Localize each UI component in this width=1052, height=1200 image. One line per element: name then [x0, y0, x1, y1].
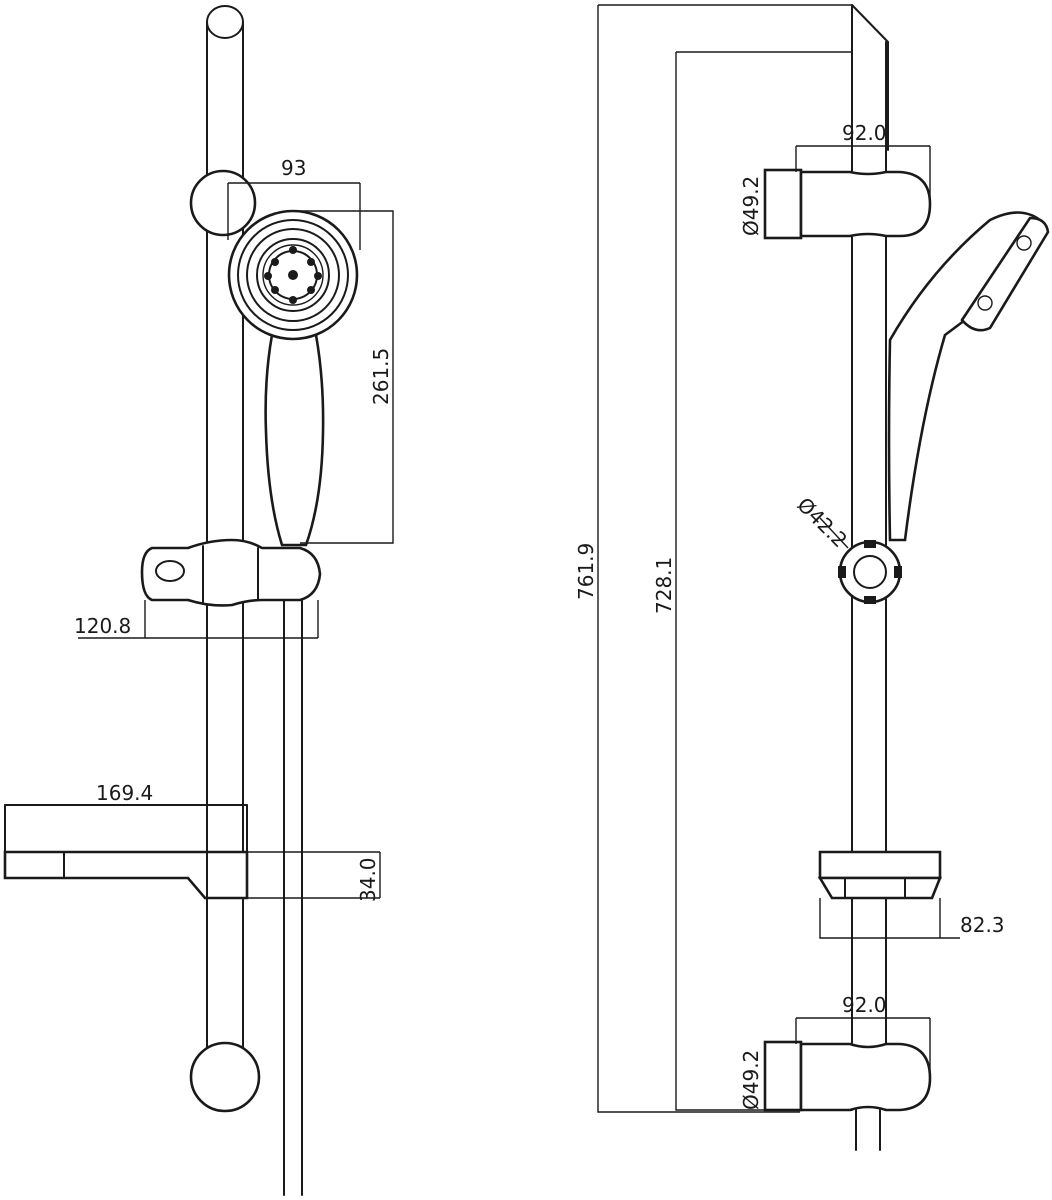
front-bottom-wall-bracket — [189, 1041, 261, 1113]
front-top-wall-bracket — [189, 169, 257, 237]
dim-side-top-bracket-depth: 92.0 — [842, 121, 887, 145]
side-bottom-wall-bracket — [763, 1040, 932, 1112]
dim-front-head-height: 261.5 — [369, 348, 393, 405]
side-riser-rail — [851, 4, 889, 1111]
front-dimension-lines — [78, 182, 394, 899]
dim-side-total-height: 761.9 — [574, 543, 598, 600]
dim-side-bottom-bracket-dia: Ø49.2 — [739, 1050, 763, 1110]
side-dimension-lines — [597, 4, 960, 1113]
side-soap-dish — [817, 850, 942, 900]
front-soap-dish — [3, 804, 249, 900]
dim-side-bottom-bracket-depth: 92.0 — [842, 993, 887, 1017]
side-shower-handset — [887, 211, 1050, 542]
dim-front-holder-width: 120.8 — [74, 614, 131, 638]
side-view: 761.9 728.1 92.0 Ø49.2 Ø42.2 82.3 92.0 Ø… — [574, 4, 1050, 1151]
dim-front-dish-width: 169.4 — [96, 781, 153, 805]
front-slider-holder — [140, 538, 322, 607]
dim-side-top-bracket-dia: Ø49.2 — [739, 176, 763, 236]
dim-front-head-width: 93 — [281, 156, 306, 180]
front-shower-handset — [227, 209, 359, 547]
side-slider-holder — [838, 540, 902, 604]
side-top-wall-bracket — [763, 168, 932, 240]
dim-side-dish-depth: 82.3 — [960, 913, 1005, 937]
dim-front-dish-height: 34.0 — [356, 857, 380, 902]
front-view: 93 261.5 120.8 169.4 34.0 — [3, 5, 394, 1196]
dim-side-bracket-spacing: 728.1 — [652, 557, 676, 614]
side-hose-stub — [855, 1109, 881, 1151]
dim-side-holder-dia: Ø42.2 — [792, 493, 852, 553]
